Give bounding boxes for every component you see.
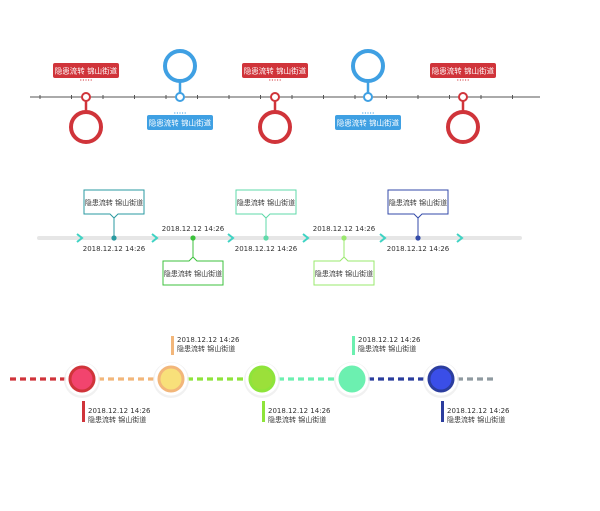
accent-bar: [262, 401, 265, 422]
pointer-dot: [462, 79, 464, 81]
pointer-dot: [457, 79, 459, 81]
timestamp: 2018.12.12 14:26: [268, 407, 331, 415]
pointer-dot: [271, 79, 273, 81]
pointer-dot: [459, 79, 461, 81]
pointer-dot: [184, 112, 186, 114]
pointer-dot: [279, 79, 281, 81]
pointer-dot: [364, 112, 366, 114]
caption-text: 隐患流转 锦山街道: [447, 415, 505, 424]
pointer-dot: [80, 79, 82, 81]
timeline-node: [81, 92, 91, 102]
caption-text: 隐患流转 锦山街道: [268, 415, 326, 424]
node-inner: [71, 368, 93, 390]
timestamp: 2018.12.12 14:26: [162, 225, 225, 233]
pointer-dot: [88, 79, 90, 81]
label-text: 隐患流转 锦山街道: [149, 118, 212, 128]
timeline-node: [270, 92, 280, 102]
accent-bar: [352, 336, 355, 355]
callout-text: 隐患流转 锦山街道: [315, 269, 373, 278]
pointer-dot: [362, 112, 364, 114]
label-box: [242, 63, 308, 78]
pointer-dot: [90, 79, 92, 81]
pointer-dot: [179, 112, 181, 114]
label-box: [147, 115, 213, 130]
balloon-circle: [446, 110, 480, 144]
timestamp: 2018.12.12 14:26: [235, 245, 298, 253]
accent-bar: [441, 401, 444, 422]
chevron-icon: [227, 233, 235, 243]
timeline-row-2: 隐患流转 锦山街道 2018.12.12 14:26 隐患流转 锦山街道 2018.1…: [37, 189, 522, 286]
timestamp: 2018.12.12 14:26: [387, 245, 450, 253]
callout-text: 隐患流转 锦山街道: [389, 198, 447, 207]
chevron-icon: [76, 233, 84, 243]
callout-text: 隐患流转 锦山街道: [164, 269, 222, 278]
pointer-dot: [174, 112, 176, 114]
pointer-dot: [370, 112, 372, 114]
caption-text: 隐患流转 锦山街道: [177, 344, 235, 353]
callout-text: 隐患流转 锦山街道: [237, 198, 295, 207]
timestamp: 2018.12.12 14:26: [88, 407, 151, 415]
pointer-dot: [372, 112, 374, 114]
chevron-icon: [151, 233, 159, 243]
callout-box: [83, 189, 145, 219]
pointer-dot: [467, 79, 469, 81]
pointer-dot: [465, 79, 467, 81]
timestamp: 2018.12.12 14:26: [177, 336, 240, 344]
timestamp: 2018.12.12 14:26: [83, 245, 146, 253]
label-text: 隐患流转 锦山街道: [337, 118, 400, 128]
chevron-icon: [379, 233, 387, 243]
caption-text: 隐患流转 锦山街道: [358, 344, 416, 353]
pointer-dot: [367, 112, 369, 114]
label-box: [335, 115, 401, 130]
timeline-node: [363, 92, 373, 102]
timeline-node: [175, 92, 185, 102]
balloon-circle: [258, 110, 292, 144]
label-text: 隐患流转 锦山街道: [55, 66, 118, 76]
callout-box: [387, 189, 449, 219]
timestamp: 2018.12.12 14:26: [313, 225, 376, 233]
pointer-dot: [85, 79, 87, 81]
node-inner: [160, 368, 182, 390]
balloon-circle: [351, 49, 385, 83]
balloon-circle: [69, 110, 103, 144]
pointer-dot: [274, 79, 276, 81]
accent-bar: [171, 336, 174, 355]
callout-text: 隐患流转 锦山街道: [85, 198, 143, 207]
timestamp: 2018.12.12 14:26: [358, 336, 421, 344]
node-inner: [251, 368, 273, 390]
pointer-dot: [277, 79, 279, 81]
node-inner: [430, 368, 452, 390]
callout-box: [235, 189, 297, 219]
pointer-dot: [269, 79, 271, 81]
chevron-icon: [456, 233, 464, 243]
pointer-dot: [82, 79, 84, 81]
accent-bar: [82, 401, 85, 422]
timeline-node: [458, 92, 468, 102]
label-text: 隐患流转 锦山街道: [432, 66, 495, 76]
timestamp: 2018.12.12 14:26: [447, 407, 510, 415]
track-bar: [37, 236, 522, 240]
label-box: [53, 63, 119, 78]
label-box: [430, 63, 496, 78]
chevron-icon: [302, 233, 310, 243]
balloon-circle: [163, 49, 197, 83]
node-inner: [341, 368, 363, 390]
callout-box: [313, 256, 375, 286]
caption-text: 隐患流转 锦山街道: [88, 415, 146, 424]
label-text: 隐患流转 锦山街道: [244, 66, 307, 76]
pointer-dot: [182, 112, 184, 114]
pointer-dot: [176, 112, 178, 114]
callout-box: [162, 256, 224, 286]
